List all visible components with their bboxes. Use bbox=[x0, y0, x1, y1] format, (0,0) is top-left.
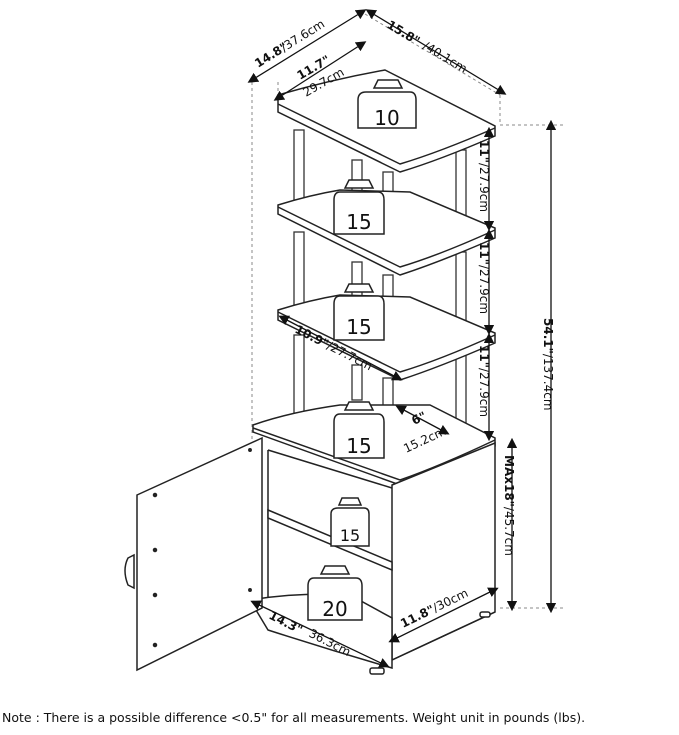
measurement-note: Note : There is a possible difference <0… bbox=[2, 710, 586, 725]
weight-cabinet-bottom: 20 bbox=[307, 565, 363, 621]
gap2-in: 11" bbox=[477, 242, 491, 265]
dimension-arrows bbox=[247, 9, 557, 668]
shelf-second bbox=[277, 189, 496, 276]
weight-label-6: 20 bbox=[322, 597, 347, 621]
weight-shelf2: 15 bbox=[333, 179, 385, 235]
gap3-cm: /27.9cm bbox=[477, 368, 491, 417]
top-width-in: 15.8" bbox=[384, 18, 422, 48]
weight-cabinet-top: 15 bbox=[333, 401, 385, 459]
weight-cabinet-middle: 15 bbox=[330, 497, 370, 547]
weight-label-1: 10 bbox=[374, 106, 399, 130]
total-height-label: 54.1"/137.4cm bbox=[541, 318, 555, 411]
weight-label-5: 15 bbox=[340, 526, 360, 545]
weight-label-2: 15 bbox=[346, 210, 371, 234]
weight-label-3: 15 bbox=[346, 315, 371, 339]
cabinet-height-label: MAx18"/45.7cm bbox=[502, 455, 516, 556]
gap2-label: 11"/27.9cm bbox=[477, 242, 491, 314]
gap3-label: 11"/27.9cm bbox=[477, 345, 491, 417]
gap3-in: 11" bbox=[477, 345, 491, 368]
weight-shelf3: 15 bbox=[333, 283, 385, 341]
post-offset-in: 6" bbox=[409, 409, 428, 428]
cabinet-height-cm: /45.7cm bbox=[502, 507, 516, 556]
cabinet-door bbox=[124, 436, 263, 672]
cabinet-height-in: MAx18" bbox=[502, 455, 516, 507]
gap1-label: 11"/27.9cm bbox=[477, 140, 491, 212]
total-height-cm: /137.4cm bbox=[541, 354, 555, 411]
shelf-posts bbox=[293, 129, 467, 449]
gap1-in: 11" bbox=[477, 140, 491, 163]
gap1-cm: /27.9cm bbox=[477, 163, 491, 212]
top-width-cm: /40.1cm bbox=[420, 39, 469, 76]
total-height-in: 54.1" bbox=[541, 318, 555, 354]
weight-label-4: 15 bbox=[346, 434, 371, 458]
gap2-cm: /27.9cm bbox=[477, 265, 491, 314]
